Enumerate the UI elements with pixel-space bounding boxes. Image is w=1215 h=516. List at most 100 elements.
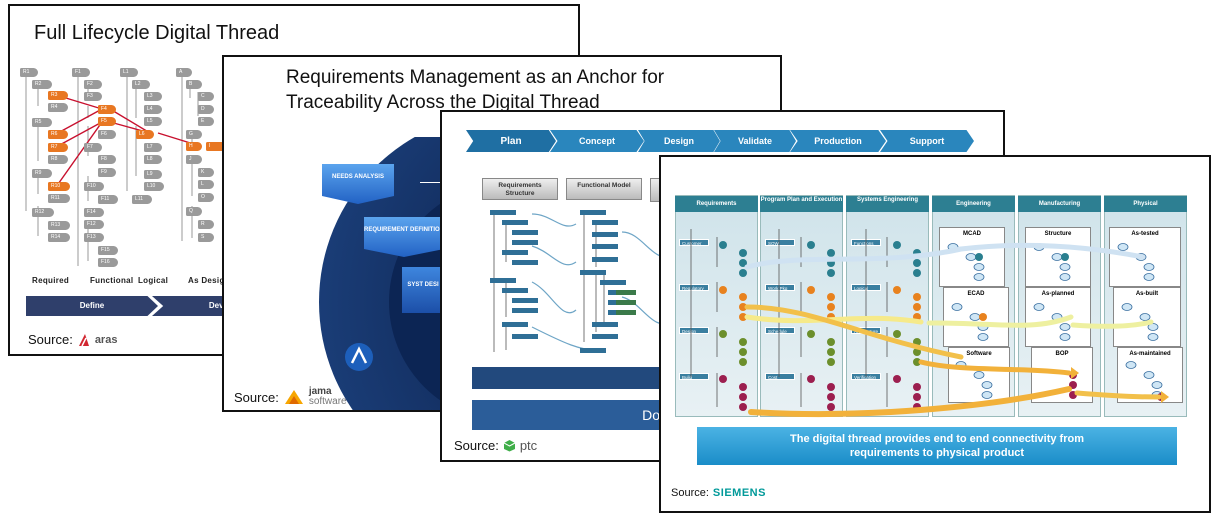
slide-title: Full Lifecycle Digital Thread — [34, 22, 280, 44]
column-header: Program Plan and Execution — [760, 196, 843, 212]
design-node: L — [198, 180, 214, 189]
logical-node-highlighted: L6 — [136, 130, 154, 139]
source-label: Source: — [28, 332, 73, 347]
requirement-dots — [719, 241, 747, 411]
banner-line-1: The digital thread provides end to end c… — [790, 433, 1084, 445]
wheel-system-design: SYST DESI — [402, 267, 444, 313]
header-requirements-structure: Requirements Structure — [482, 178, 558, 200]
siemens-thread-diagram — [690, 229, 1169, 417]
slide-siemens: Requirements Program Plan and Execution … — [659, 155, 1211, 513]
jama-center-icon — [345, 343, 373, 371]
source-label: Source: — [671, 487, 709, 499]
ptc-tree-diagram — [490, 210, 672, 353]
design-node: K — [198, 168, 214, 177]
ptc-bar-2: Do — [472, 400, 672, 430]
req-node: R12 — [32, 208, 54, 217]
ptc-logo-icon — [503, 440, 516, 452]
ptc-logo-text: ptc — [519, 438, 538, 453]
func-node: F1 — [72, 68, 90, 77]
func-node: F8 — [98, 155, 116, 164]
logical-node: L2 — [132, 80, 150, 89]
design-node-highlighted: H — [186, 142, 202, 151]
siemens-logo-text: SIEMENS — [712, 487, 766, 499]
logical-node: L9 — [144, 170, 162, 179]
func-node: F11 — [98, 195, 118, 204]
phase-design: Design — [638, 130, 720, 152]
design-node: G — [186, 130, 202, 139]
design-node: A — [176, 68, 192, 77]
func-node: F3 — [84, 92, 102, 101]
jama-logo-icon — [284, 390, 303, 404]
logical-node: L7 — [144, 143, 162, 152]
phase-concept: Concept — [550, 130, 644, 152]
column-requirements — [675, 195, 758, 417]
req-node-highlighted: R6 — [48, 130, 68, 139]
func-node: F6 — [98, 130, 116, 139]
design-node: J — [186, 155, 202, 164]
req-node-highlighted: R7 — [48, 143, 68, 152]
func-node: F2 — [84, 80, 102, 89]
digital-thread-banner: The digital thread provides end to end c… — [697, 427, 1177, 465]
func-node: F15 — [98, 246, 118, 255]
aras-logo-icon — [78, 333, 89, 346]
req-node: R13 — [48, 221, 70, 230]
phase-production: Production — [790, 130, 886, 152]
column-header: As Design — [188, 276, 230, 285]
req-node: R4 — [48, 103, 68, 112]
func-node: F9 — [98, 168, 116, 177]
column-header: Requirements — [675, 196, 758, 212]
source-line: Source: ptc — [454, 438, 537, 453]
design-node: D — [198, 105, 214, 114]
ptc-bar-1 — [472, 367, 672, 389]
req-item: Build — [679, 373, 709, 380]
req-item: Design — [679, 327, 709, 334]
plan-item: Schedule — [765, 327, 795, 334]
title-line-2: Traceability Across the Digital Thread — [286, 92, 600, 113]
header-functional-model: Functional Model — [566, 178, 642, 200]
column-header: Logical — [138, 276, 169, 285]
thread-arrows — [744, 242, 1162, 417]
req-node-highlighted: R10 — [48, 182, 70, 191]
aras-logo-text: aras — [94, 333, 118, 346]
phase-plan: Plan — [466, 130, 556, 152]
design-node: B — [186, 80, 202, 89]
req-node: R9 — [32, 169, 52, 178]
req-node: R14 — [48, 233, 70, 242]
column-header: Required — [32, 276, 70, 285]
source-line: Source: aras — [28, 332, 117, 347]
func-node-highlighted: F4 — [98, 105, 116, 114]
func-node: F12 — [84, 220, 104, 229]
logical-node: L10 — [144, 182, 164, 191]
source-line: Source: jama software — [234, 387, 347, 407]
req-node: R8 — [48, 155, 68, 164]
logical-node: L5 — [144, 117, 162, 126]
source-label: Source: — [234, 389, 279, 405]
logical-node: L1 — [120, 68, 138, 77]
phase-support: Support — [880, 130, 974, 152]
column-header: Engineering — [932, 196, 1015, 212]
req-node: R5 — [32, 118, 52, 127]
design-node: E — [198, 117, 214, 126]
logical-node: L11 — [132, 195, 152, 204]
plan-item: Work Pkg — [765, 284, 795, 291]
plan-item: Cost — [765, 373, 795, 380]
func-node: F14 — [84, 208, 104, 217]
func-node-highlighted: F5 — [98, 117, 116, 126]
wheel-needs-analysis: NEEDS ANALYSIS — [322, 164, 394, 204]
design-node: C — [198, 92, 214, 101]
column-header: Systems Engineering — [846, 196, 929, 212]
func-node: F7 — [84, 143, 102, 152]
logical-node: L3 — [144, 92, 162, 101]
plan-dots — [807, 241, 835, 411]
systems-dots — [893, 241, 921, 411]
wheel-requirement-definition: REQUIREMENT DEFINITION — [364, 217, 444, 257]
req-node: R1 — [20, 68, 38, 77]
banner-line-2: requirements to physical product — [849, 447, 1025, 459]
column-header: Functional — [90, 276, 134, 285]
slide-title: Requirements Management as an Anchor for… — [286, 65, 766, 115]
design-node: Q — [186, 207, 202, 216]
source-line: Source: SIEMENS — [671, 487, 766, 499]
func-node: F16 — [98, 258, 118, 267]
design-node-highlighted: I — [206, 142, 226, 151]
logical-node: L8 — [144, 155, 162, 164]
